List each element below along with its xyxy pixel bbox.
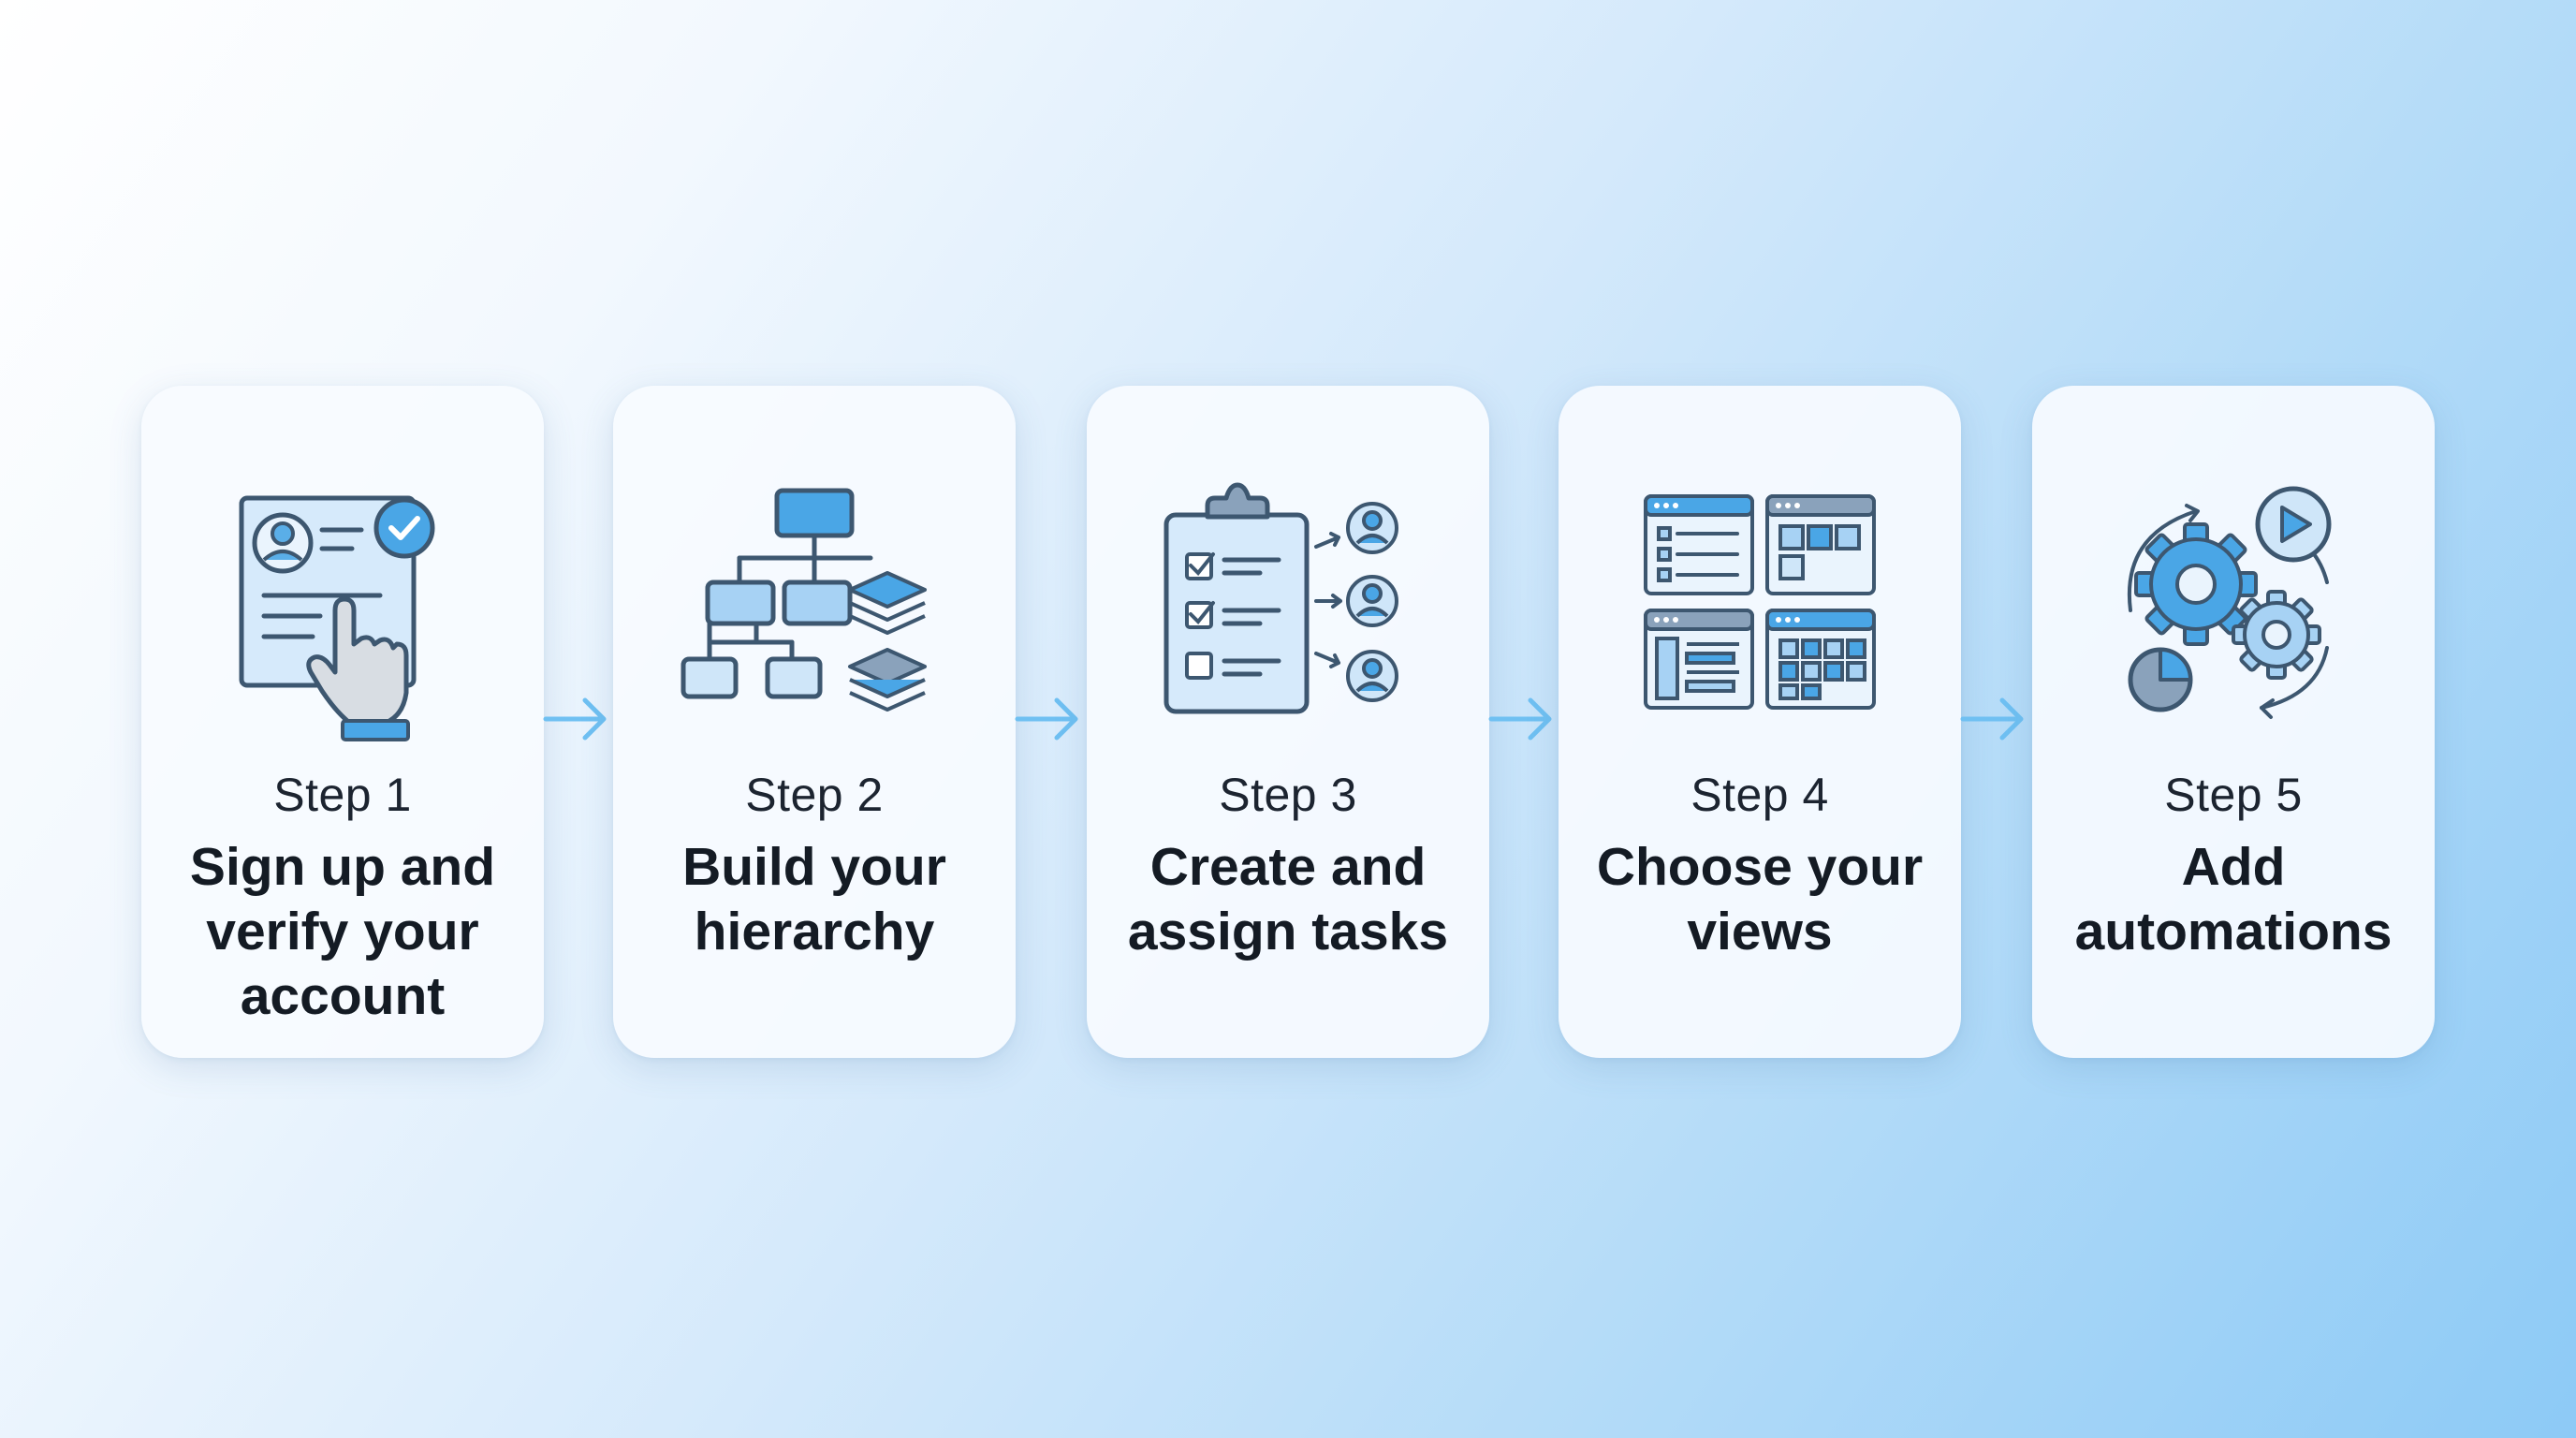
step-label: Step 2 (745, 769, 884, 821)
step-label: Step 5 (2164, 769, 2303, 821)
views-icon (1619, 479, 1900, 741)
arrow-right-icon (1959, 693, 2028, 745)
step-label: Step 3 (1219, 769, 1357, 821)
step-label: Step 4 (1690, 769, 1829, 821)
step-card-5: Step 5 Add automations (2032, 386, 2435, 1058)
arrow-right-icon (542, 693, 611, 745)
step-card-1: Step 1 Sign up and verify your account (141, 386, 544, 1058)
step-card-4: Step 4 Choose your views (1559, 386, 1961, 1058)
arrow-right-icon (1487, 693, 1557, 745)
signup-verify-icon (202, 479, 483, 741)
step-title: Sign up and verify your account (189, 837, 496, 1026)
hierarchy-icon (674, 479, 955, 741)
step-card-2: Step 2 Build your hierarchy (613, 386, 1016, 1058)
automations-icon (2093, 479, 2374, 741)
arrow-right-icon (1014, 693, 1083, 745)
step-title: Add automations (2074, 837, 2393, 961)
step-card-3: Step 3 Create and assign tasks (1087, 386, 1489, 1058)
step-title: Choose your views (1596, 837, 1924, 961)
step-label: Step 1 (273, 769, 412, 821)
step-title: Build your hierarchy (682, 837, 946, 961)
assign-tasks-icon (1148, 479, 1428, 741)
step-title: Create and assign tasks (1127, 837, 1449, 961)
